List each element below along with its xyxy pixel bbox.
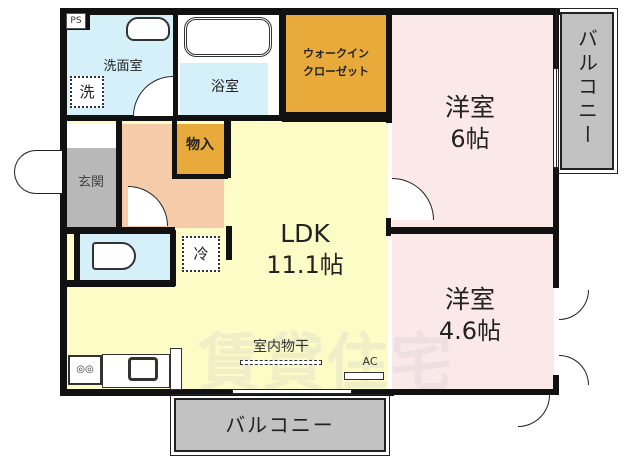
storage (176, 124, 224, 174)
wall-right-lower (553, 375, 559, 395)
wall-storage-left (172, 120, 177, 178)
bathtub-icon (184, 17, 272, 57)
walkin-closet-label-2: クローゼット (303, 65, 369, 78)
balcony-bottom-label: バルコニー (225, 413, 335, 437)
storage-label: 物入 (186, 137, 214, 153)
ps-box: PS (66, 13, 86, 29)
balcony-right: バルコニー (556, 8, 618, 174)
entrance (66, 148, 116, 228)
walkin-closet (286, 15, 386, 112)
wall-wic-bedroom (386, 13, 392, 123)
entrance-step (66, 124, 116, 148)
wall-fridge-right (226, 226, 232, 260)
window-ldk (232, 389, 352, 394)
wall-row1-bottom (60, 115, 392, 121)
wall-left (60, 8, 67, 396)
entrance-label: 玄関 (77, 175, 104, 190)
ac-unit (344, 372, 384, 380)
bedroom-4-6-size: 4.6帖 (438, 317, 502, 345)
door-bedroom-4-6-lower[interactable] (559, 355, 589, 385)
wall-wash-bath (173, 13, 178, 118)
wall-right-upper (553, 8, 559, 68)
ldk-size: 11.1帖 (266, 251, 344, 279)
bathroom-label: 浴室 (211, 79, 239, 95)
bedroom-4-6-name: 洋室 (444, 285, 495, 314)
bedroom-6-size: 6帖 (450, 125, 490, 153)
wall-wic-bottom (282, 112, 390, 122)
balcony-bottom: バルコニー (170, 394, 390, 456)
indoor-drying-label: 室内物干 (253, 339, 309, 355)
bathroom-floor (180, 63, 268, 115)
wall-toilet-right (170, 230, 176, 286)
wall-bottom-right (388, 389, 558, 395)
kitchen-panel (170, 348, 182, 390)
wall-ldk-bedroom (386, 218, 391, 236)
wall-bottom (60, 389, 394, 396)
wall-bedroom-divider (388, 227, 558, 234)
ac-label: AC (362, 355, 378, 368)
wall-bath-wic (279, 13, 286, 118)
wall-hall-bottom (60, 227, 175, 234)
door-entrance[interactable] (14, 150, 62, 194)
door-bedroom-4-6-upper[interactable] (559, 290, 589, 320)
ldk-name: LDK (280, 219, 330, 248)
bedroom-6-name: 洋室 (444, 93, 495, 122)
indoor-drying-rail (240, 360, 322, 365)
fridge-icon: 冷 (182, 236, 220, 272)
door-bedroom-4-6-bottom[interactable] (518, 395, 550, 427)
washroom-label: 洗面室 (103, 59, 143, 74)
wall-top (60, 8, 560, 15)
stove-icon: ◎◎ (68, 355, 102, 385)
balcony-right-label: バルコニー (574, 28, 599, 148)
washing-machine-icon: 洗 (70, 76, 104, 108)
walkin-closet-label-1: ウォークイン (303, 47, 369, 60)
kitchen-sink-icon (128, 357, 158, 381)
ps-label: PS (70, 16, 82, 26)
wall-toilet-bottom (60, 280, 175, 287)
wall-toilet-left (74, 232, 80, 284)
wall-storage-right (224, 120, 231, 178)
washbasin-icon (126, 17, 170, 41)
toilet-icon (92, 242, 136, 270)
bedroom-4-6 (392, 234, 554, 390)
wall-storage-bottom (172, 174, 228, 179)
wall-entrance-hall (116, 120, 122, 230)
window-bedroom-6 (553, 68, 559, 168)
